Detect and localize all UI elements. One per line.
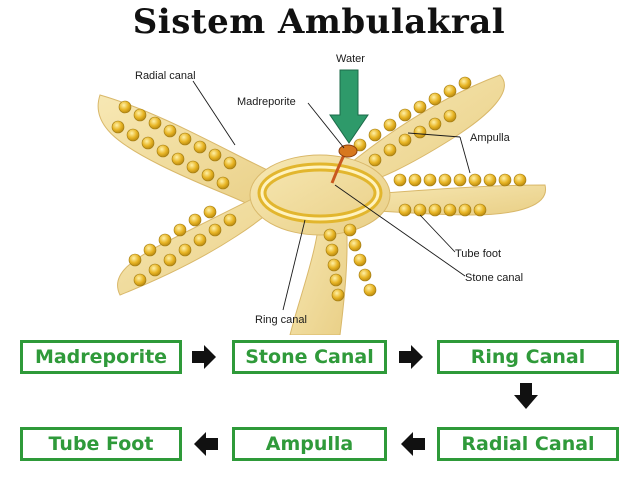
label-ring-canal: Ring canal [255,314,307,326]
madreporite [338,144,358,158]
flow-box-radial-canal: Radial Canal [437,427,619,461]
starfish-water-vascular-diagram: Water Radial canal Madreporite Ampulla T… [97,53,547,335]
label-ampulla: Ampulla [470,132,511,144]
label-tube-foot: Tube foot [455,248,501,260]
label-water: Water [336,53,365,65]
flow-box-ampulla: Ampulla [232,427,387,461]
arrow-down-icon [514,383,538,409]
label-stone-canal: Stone canal [465,272,523,284]
arrow-right-icon [399,345,423,369]
flow-box-tube-foot: Tube Foot [20,427,182,461]
arrow-left-icon [401,432,425,456]
water-arrow [329,69,369,144]
flow-box-stone-canal: Stone Canal [232,340,387,374]
arrow-left-icon [194,432,218,456]
arrow-right-icon [192,345,216,369]
label-madreporite: Madreporite [237,96,296,108]
flow-box-madreporite: Madreporite [20,340,182,374]
leader-lines [192,80,471,311]
ampulla-bulbs [111,76,527,302]
flow-box-ring-canal: Ring Canal [437,340,619,374]
label-radial-canal: Radial canal [135,70,196,82]
page-title: Sistem Ambulakral [132,2,506,42]
